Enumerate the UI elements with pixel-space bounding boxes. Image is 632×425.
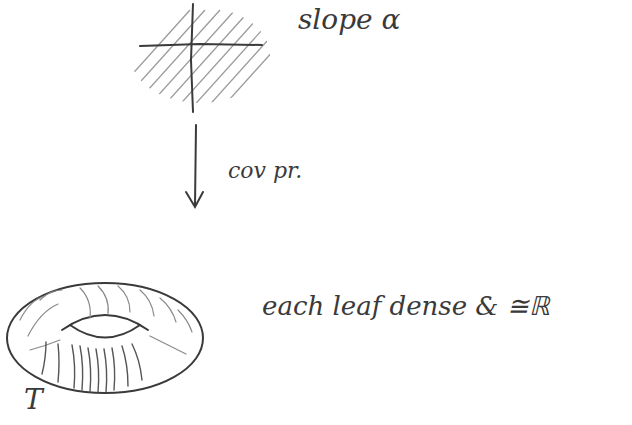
slope-label: slope α bbox=[298, 4, 400, 36]
hatch-lines bbox=[100, 10, 325, 110]
axes bbox=[140, 4, 262, 112]
leaf-note: each leaf dense & ≅ℝ bbox=[262, 292, 550, 322]
torus-label: T bbox=[24, 384, 43, 416]
map-label: cov pr. bbox=[228, 158, 302, 183]
covering-arrow bbox=[186, 125, 203, 207]
torus bbox=[7, 283, 203, 393]
